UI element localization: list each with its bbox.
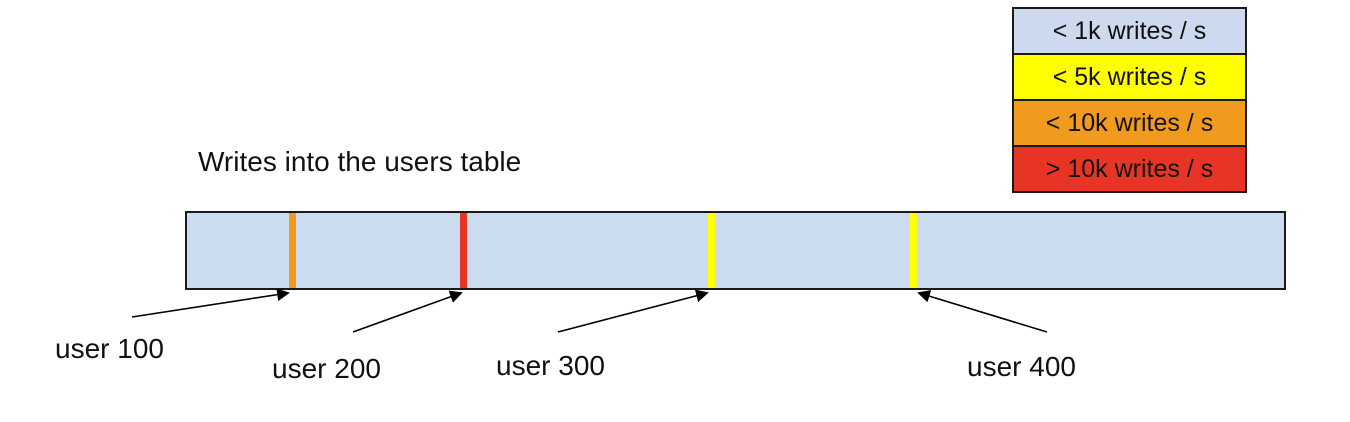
arrow-user-100 [131, 288, 290, 318]
legend-item-gt-10k: > 10k writes / s [1012, 145, 1247, 193]
hotspot-stripe-user-300 [708, 213, 715, 288]
legend-item-lt-10k: < 10k writes / s [1012, 99, 1247, 147]
arrow-user-300 [557, 289, 709, 333]
arrow-user-200 [352, 290, 463, 333]
users-table-bar [185, 211, 1286, 290]
label-user-400: user 400 [967, 351, 1076, 382]
legend-item-lt-5k: < 5k writes / s [1012, 53, 1247, 101]
label-user-200: user 200 [272, 353, 381, 384]
legend: < 1k writes / s < 5k writes / s < 10k wr… [1012, 7, 1247, 193]
hotspot-stripe-user-200 [460, 213, 467, 288]
diagram-title: Writes into the users table [198, 146, 522, 177]
hotspot-stripe-user-400 [910, 213, 917, 288]
label-user-300: user 300 [496, 350, 605, 381]
arrow-user-400 [917, 290, 1048, 333]
label-user-100: user 100 [55, 333, 164, 364]
legend-item-lt-1k: < 1k writes / s [1012, 7, 1247, 55]
hotspot-stripe-user-100 [289, 213, 296, 288]
